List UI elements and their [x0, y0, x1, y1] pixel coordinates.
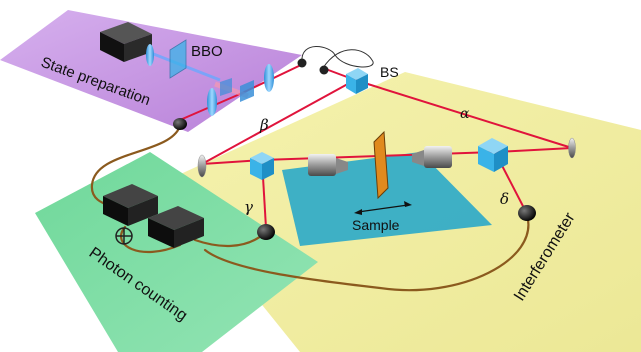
- cube-beamsplitter-icon: [346, 68, 368, 94]
- laser-icon: [100, 22, 152, 62]
- prism-icon: [240, 80, 254, 102]
- objective-icon: [412, 146, 452, 168]
- lens-icon: [146, 44, 154, 66]
- fiber-coupler-icon: [319, 65, 329, 75]
- lens-icon: [264, 64, 274, 92]
- sample-label: Sample: [352, 217, 400, 233]
- state-preparation-panel: [0, 10, 302, 132]
- fiber-delta-to-counter: [203, 213, 530, 292]
- cube-beamsplitter-icon: [250, 152, 274, 180]
- fiber-coupler-icon: [173, 118, 187, 130]
- path-beta-label: β: [259, 116, 269, 134]
- counter-wheel-icon: [115, 227, 133, 245]
- mirror-icon: [568, 137, 576, 159]
- path-delta-label: δ: [500, 190, 509, 208]
- objective-icon: [308, 154, 348, 176]
- bbo-label: BBO: [191, 43, 223, 60]
- fiber-coupler-icon: [297, 58, 307, 68]
- sample-motion-arrow: [354, 201, 412, 215]
- path-gamma-label: γ: [244, 198, 253, 216]
- fiber-counter-loop: [119, 225, 182, 254]
- mirror-icon: [197, 154, 207, 178]
- cube-beamsplitter-icon: [478, 138, 508, 172]
- prism-icon: [220, 78, 232, 96]
- beam-beta: [201, 79, 356, 165]
- counter-box-icon: [148, 206, 204, 248]
- sample-icon: [373, 130, 389, 200]
- fiber-loop-top: [301, 46, 374, 69]
- path-alpha-label: α: [460, 106, 470, 122]
- counter-box-icon: [103, 184, 158, 226]
- bs-label: BS: [380, 64, 399, 80]
- lens-icon: [207, 88, 217, 116]
- bbo-crystal-icon: [169, 39, 187, 79]
- beam-alpha: [354, 79, 573, 149]
- detector-icon: [518, 205, 536, 221]
- detector-icon: [257, 224, 275, 240]
